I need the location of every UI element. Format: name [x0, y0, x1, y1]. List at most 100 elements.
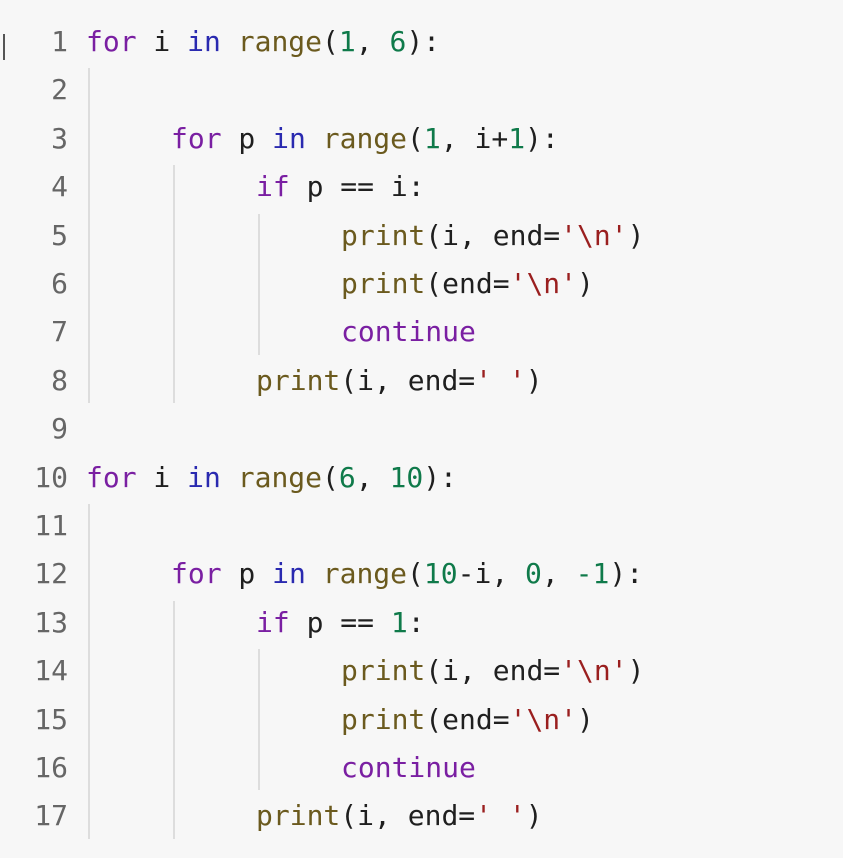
code-token: for — [171, 557, 222, 591]
code-token: 1 — [338, 25, 356, 58]
code-text: continue — [341, 314, 476, 350]
code-token: (end= — [425, 702, 510, 736]
indent-guide — [258, 649, 260, 791]
code-line[interactable]: 13 if p == 1: — [0, 599, 843, 647]
code-line[interactable]: 12 for p in range(10-i, 0, -1): — [0, 550, 843, 598]
code-text: for i in range(6, 10): — [86, 460, 457, 496]
code-token: '\n' — [509, 702, 578, 736]
code-token: p == — [289, 605, 391, 639]
code-token: ' ' — [475, 363, 526, 397]
code-text: continue — [341, 750, 476, 786]
code-token: (i, end= — [425, 654, 561, 688]
code-token: ) — [525, 363, 543, 397]
code-token: : — [407, 605, 425, 639]
code-token: for — [171, 121, 222, 155]
code-token: ) — [525, 799, 543, 833]
code-token: i — [136, 25, 188, 58]
code-token — [221, 25, 238, 58]
code-line[interactable]: 10 for i in range(6, 10): — [0, 454, 843, 502]
line-number: 2 — [51, 73, 68, 107]
code-token: in — [187, 460, 221, 494]
code-token: (i, end= — [340, 799, 476, 833]
line-number: 10 — [34, 460, 68, 494]
code-token: range — [237, 25, 323, 58]
code-token: 6 — [338, 460, 356, 494]
line-number: 16 — [34, 751, 68, 784]
code-line[interactable]: 8 print(i, end=' ') — [0, 357, 843, 405]
code-token: range — [322, 557, 408, 591]
code-token: if — [256, 605, 290, 639]
code-token: '\n' — [560, 654, 628, 688]
code-text: if p == i: — [256, 169, 425, 205]
line-number: 15 — [34, 702, 68, 736]
code-token: ) — [627, 654, 645, 688]
code-token: continue — [341, 751, 476, 784]
code-token: p — [221, 557, 273, 591]
code-token: 6 — [389, 25, 407, 58]
code-token: ( — [322, 460, 339, 494]
code-token: ' ' — [475, 799, 526, 833]
code-line[interactable]: 14 print(i, end='\n') — [0, 647, 843, 695]
code-token: print — [341, 654, 426, 688]
code-token: -1 — [575, 557, 610, 591]
indent-guide — [173, 165, 175, 404]
code-token: 1 — [390, 605, 408, 639]
code-text: print(end='\n') — [341, 702, 594, 738]
indent-guide — [88, 504, 90, 839]
line-number: 13 — [34, 605, 68, 639]
text-cursor — [3, 34, 5, 60]
code-token: (i, end= — [425, 218, 561, 252]
code-token — [306, 122, 323, 155]
code-token: '\n' — [509, 267, 578, 300]
line-number: 17 — [34, 799, 68, 833]
line-number: 9 — [51, 412, 68, 446]
code-token: p == i: — [289, 170, 425, 204]
indent-guide — [88, 68, 90, 404]
code-token — [306, 557, 323, 590]
code-token: ( — [407, 121, 424, 155]
code-token: print — [341, 267, 426, 300]
code-line[interactable]: 15 print(end='\n') — [0, 696, 843, 744]
code-text: print(i, end=' ') — [256, 363, 543, 399]
line-number: 3 — [51, 121, 68, 155]
code-token: ( — [322, 25, 339, 58]
line-number: 11 — [34, 509, 68, 542]
code-line[interactable]: 2 — [0, 66, 843, 114]
code-token: ): — [423, 460, 457, 494]
line-number: 5 — [51, 218, 68, 252]
code-token: in — [187, 25, 221, 58]
line-number: 12 — [34, 557, 68, 591]
code-token: 10 — [423, 557, 458, 591]
line-number: 8 — [51, 363, 68, 397]
indent-guide — [173, 600, 175, 839]
code-token — [221, 461, 238, 494]
code-text: for p in range(10-i, 0, -1): — [171, 556, 643, 592]
code-token: in — [272, 121, 306, 155]
code-token: ) — [577, 267, 594, 300]
code-token: print — [341, 218, 426, 252]
code-token: -i, — [457, 557, 526, 591]
code-line[interactable]: 11 — [0, 502, 843, 550]
code-token: print — [256, 799, 341, 833]
code-line[interactable]: 9 — [0, 405, 843, 453]
line-number: 14 — [34, 654, 68, 688]
code-line[interactable]: 7 continue — [0, 308, 843, 356]
code-token: i — [136, 460, 188, 494]
code-token: for — [86, 25, 137, 58]
code-text: for i in range(1, 6): — [86, 24, 440, 60]
code-token: in — [272, 557, 306, 591]
code-text: print(end='\n') — [341, 266, 594, 302]
code-token: ): — [609, 557, 644, 591]
code-token: , — [355, 460, 390, 494]
code-line[interactable]: 16 continue — [0, 744, 843, 792]
code-line[interactable]: 17 print(i, end=' ') — [0, 792, 843, 840]
code-token: '\n' — [560, 218, 628, 252]
line-number: 7 — [51, 315, 68, 349]
code-token: 1 — [423, 121, 441, 155]
